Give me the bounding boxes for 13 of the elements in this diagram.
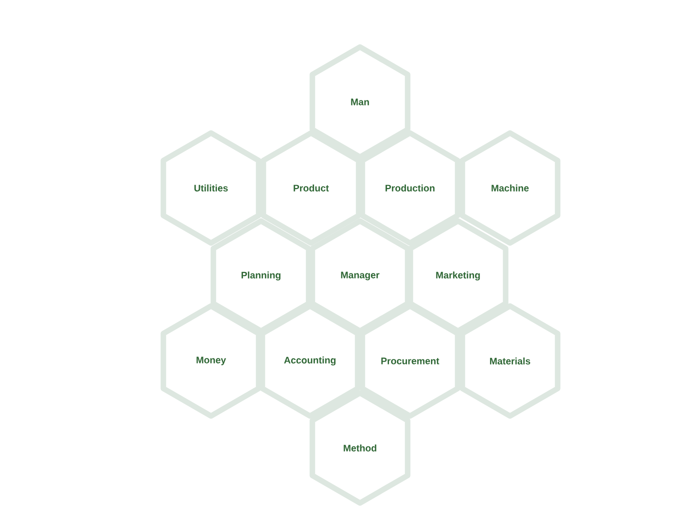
hexagon-cell: Machine [460, 130, 560, 246]
hexagon-cell: Money [160, 303, 262, 419]
hexagon-cell: Product [260, 130, 362, 246]
hexagon-cell: Production [360, 130, 460, 246]
hexagon-cell: Utilities [160, 130, 262, 246]
hexagon-cell: Manager [310, 218, 410, 334]
hexagon-cell: Procurement [360, 303, 460, 419]
hexagon-cell: Planning [210, 218, 312, 334]
hexagon-cell: Method [310, 390, 410, 506]
hexagon-cell: Marketing [408, 218, 508, 334]
hexagon-cell: Accounting [260, 303, 360, 419]
hexagon-cell: Man [310, 44, 410, 160]
hexagon-cell: Materials [460, 303, 560, 419]
